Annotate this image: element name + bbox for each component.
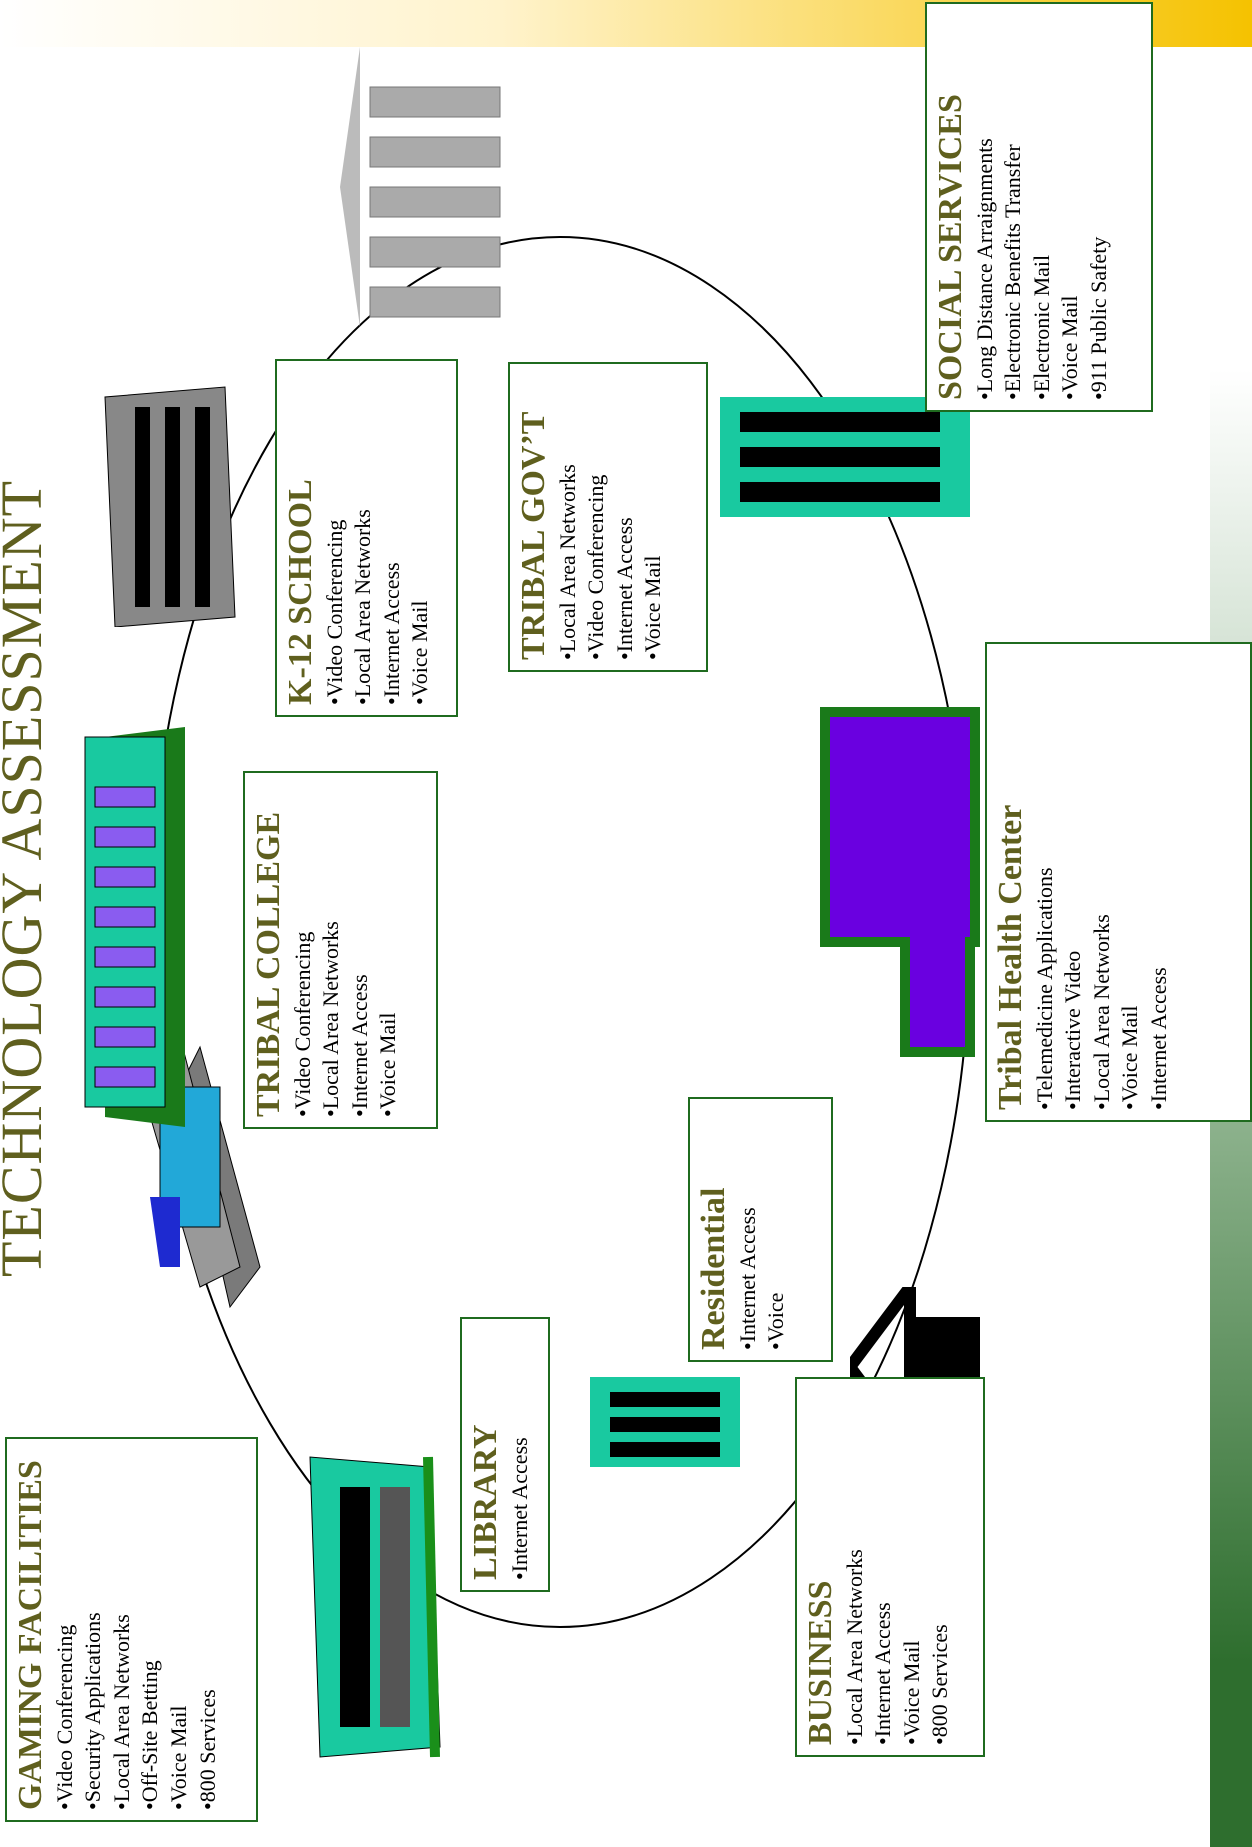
k12-school-box: K-12 SCHOOL Video Conferencing Local Are… — [275, 359, 458, 717]
list-item: Video Conferencing — [321, 371, 350, 705]
list-item: Electronic Benefits Transfer — [999, 14, 1028, 400]
k12-school-list: Video Conferencing Local Area Networks I… — [321, 371, 435, 705]
tribal-college-heading: TRIBAL COLLEGE — [250, 811, 287, 1117]
social-services-box: SOCIAL SERVICES Long Distance Arraignmen… — [925, 2, 1153, 412]
list-item: Interactive Video — [1059, 654, 1088, 1110]
list-item: Voice Mail — [165, 1449, 194, 1810]
list-item: Video Conferencing — [51, 1449, 80, 1810]
social-services-list: Long Distance Arraignments Electronic Be… — [971, 14, 1114, 400]
library-box: LIBRARY Internet Access — [460, 1317, 550, 1592]
list-item: Local Area Networks — [349, 371, 378, 705]
list-item: Internet Access — [346, 783, 375, 1117]
govt-office-icon — [720, 397, 970, 517]
list-item: Voice Mail — [406, 371, 435, 705]
list-item: Electronic Mail — [1028, 14, 1057, 400]
business-list: Local Area Networks Internet Access Voic… — [841, 1389, 955, 1745]
capitol-building-icon — [340, 47, 501, 327]
list-item: Long Distance Arraignments — [971, 14, 1000, 400]
list-item: Local Area Networks — [108, 1449, 137, 1810]
school-building-icon — [104, 386, 236, 627]
gaming-facilities-heading: GAMING FACILITIES — [12, 1460, 49, 1810]
list-item: Voice Mail — [898, 1389, 927, 1745]
tribal-govt-heading: TRIBAL GOV’T — [515, 411, 552, 660]
k12-school-heading: K-12 SCHOOL — [282, 479, 319, 705]
tribal-health-center-list: Telemedicine Applications Interactive Vi… — [1031, 654, 1174, 1110]
business-box: BUSINESS Local Area Networks Internet Ac… — [795, 1377, 985, 1757]
residential-heading: Residential — [695, 1187, 732, 1350]
tribal-college-box: TRIBAL COLLEGE Video Conferencing Local … — [243, 771, 438, 1129]
tribal-govt-box: TRIBAL GOV’T Local Area Networks Video C… — [508, 362, 708, 672]
list-item: 911 Public Safety — [1085, 14, 1114, 400]
list-item: Local Area Networks — [317, 783, 346, 1117]
list-item: Video Conferencing — [582, 374, 611, 660]
gaming-facilities-list: Video Conferencing Security Applications… — [51, 1449, 223, 1810]
list-item: Internet Access — [611, 374, 640, 660]
business-building-icon — [590, 1377, 740, 1467]
list-item: Telemedicine Applications — [1031, 654, 1060, 1110]
social-services-heading: SOCIAL SERVICES — [932, 94, 969, 400]
list-item: Video Conferencing — [289, 783, 318, 1117]
tribal-govt-list: Local Area Networks Video Conferencing I… — [554, 374, 668, 660]
list-item: Local Area Networks — [841, 1389, 870, 1745]
list-item: 800 Services — [194, 1449, 223, 1810]
list-item: Off-Site Betting — [136, 1449, 165, 1810]
business-heading: BUSINESS — [802, 1580, 839, 1745]
gaming-facilities-box: GAMING FACILITIES Video Conferencing Sec… — [5, 1437, 258, 1822]
tribal-health-center-box: Tribal Health Center Telemedicine Applic… — [985, 642, 1252, 1122]
list-item: Local Area Networks — [1088, 654, 1117, 1110]
college-building-icon — [84, 727, 185, 1127]
list-item: Internet Access — [734, 1109, 763, 1350]
list-item: Voice Mail — [1056, 14, 1085, 400]
tribal-health-center-heading: Tribal Health Center — [992, 804, 1029, 1110]
page-title: TECHNOLOGY ASSESSMENT — [0, 479, 54, 1277]
list-item: Voice — [762, 1109, 791, 1350]
list-item: Local Area Networks — [554, 374, 583, 660]
list-item: Internet Access — [378, 371, 407, 705]
casino-building-icon — [309, 1456, 441, 1758]
residential-box: Residential Internet Access Voice — [688, 1097, 833, 1362]
library-heading: LIBRARY — [467, 1424, 504, 1580]
residential-list: Internet Access Voice — [734, 1109, 791, 1350]
list-item: Voice Mail — [639, 374, 668, 660]
list-item: Voice Mail — [1116, 654, 1145, 1110]
tribal-college-list: Video Conferencing Local Area Networks I… — [289, 783, 403, 1117]
health-center-icon — [820, 707, 980, 1057]
list-item: 800 Services — [926, 1389, 955, 1745]
list-item: Internet Access — [506, 1329, 535, 1580]
list-item: Internet Access — [1145, 654, 1174, 1110]
list-item: Voice Mail — [374, 783, 403, 1117]
list-item: Security Applications — [79, 1449, 108, 1810]
library-list: Internet Access — [506, 1329, 535, 1580]
list-item: Internet Access — [869, 1389, 898, 1745]
